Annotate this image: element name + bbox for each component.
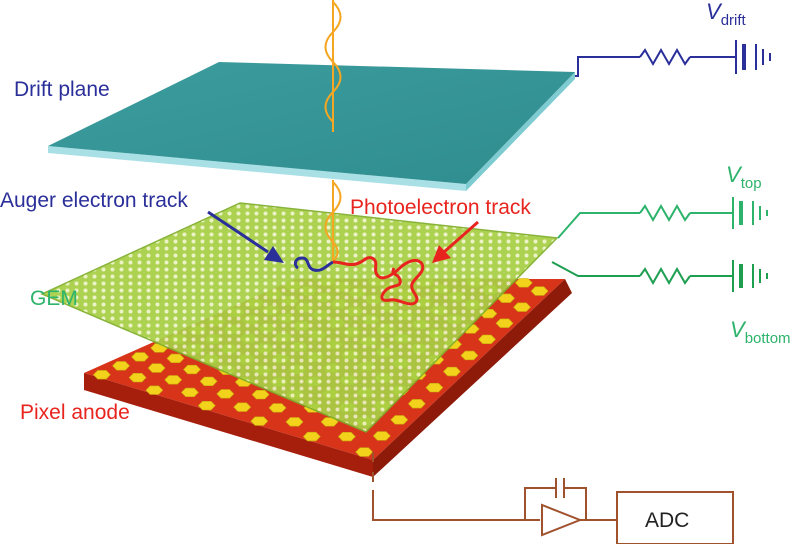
gem-top-resistor bbox=[639, 203, 691, 223]
pixel-pad bbox=[425, 382, 444, 393]
readout-wire bbox=[372, 490, 540, 521]
v-top-label: Vtop bbox=[726, 162, 762, 192]
pixel-pad bbox=[390, 415, 409, 425]
pixel-pad bbox=[372, 431, 391, 441]
pixel-pad bbox=[164, 375, 183, 385]
auger-electron-track bbox=[293, 256, 334, 272]
adc-label: ADC bbox=[645, 509, 689, 532]
gem-bottom-circuit bbox=[551, 260, 768, 292]
readout-circuit bbox=[372, 452, 734, 544]
gem-sheet bbox=[40, 202, 559, 433]
v-drift-symbol: V bbox=[706, 0, 723, 24]
pixel-pad bbox=[407, 399, 426, 409]
pixel-anode-label: Pixel anode bbox=[20, 401, 130, 424]
gem-top-wire bbox=[557, 212, 640, 239]
gem-label: GEM bbox=[30, 287, 78, 310]
pixel-pad bbox=[145, 385, 164, 395]
drift-plane bbox=[48, 62, 575, 191]
drift-circuit bbox=[575, 40, 771, 77]
photon-wave-upper bbox=[324, 1, 342, 123]
pixel-pad bbox=[250, 416, 269, 426]
v-drift-label: Vdrift bbox=[706, 0, 747, 29]
v-drift-subscript: drift bbox=[721, 12, 747, 29]
pixel-pad bbox=[460, 350, 479, 361]
anode-side bbox=[373, 279, 572, 477]
pixel-pad bbox=[514, 278, 533, 288]
auger-arrow-head bbox=[264, 246, 284, 263]
gem-bottom-resistor bbox=[639, 266, 691, 286]
pixel-pad bbox=[216, 389, 235, 399]
v-top-symbol: V bbox=[726, 162, 743, 187]
pixel-pad bbox=[268, 403, 287, 413]
pixel-pad bbox=[197, 400, 216, 411]
photo-arrow-head bbox=[432, 245, 451, 263]
v-bottom-subscript: bottom bbox=[745, 330, 791, 347]
pixel-pad bbox=[92, 370, 111, 380]
pixel-pad bbox=[513, 302, 531, 312]
pixel-pad bbox=[495, 318, 514, 328]
pixel-pad bbox=[251, 389, 270, 400]
gem-bottom-wire bbox=[551, 261, 640, 277]
drift-plane-right-edge bbox=[466, 72, 575, 191]
photon-wave-lower bbox=[324, 181, 342, 263]
pixel-pad bbox=[355, 447, 374, 457]
pixel-pad bbox=[337, 431, 356, 442]
pixel-pad bbox=[147, 363, 166, 373]
feedback-left bbox=[524, 487, 556, 520]
pixel-pad bbox=[180, 387, 199, 398]
pixel-pad bbox=[128, 372, 147, 383]
anode-front bbox=[84, 373, 373, 477]
pixel-pad bbox=[112, 361, 130, 371]
pixel-pad bbox=[478, 334, 496, 345]
gem-foil bbox=[40, 202, 559, 433]
gem-top-circuit bbox=[557, 197, 768, 239]
pixel-pad bbox=[233, 402, 252, 412]
pixel-pad bbox=[131, 352, 150, 362]
feedback-right bbox=[564, 487, 587, 520]
pixel-pad bbox=[285, 417, 304, 427]
v-bottom-label: Vbottom bbox=[730, 317, 791, 347]
pixel-pad bbox=[199, 376, 218, 387]
auger-track-label: Auger electron track bbox=[0, 189, 188, 212]
drift-resistor bbox=[639, 47, 691, 67]
drift-plane-label: Drift plane bbox=[14, 78, 110, 101]
v-top-subscript: top bbox=[741, 175, 762, 192]
drift-plane-edge bbox=[48, 146, 466, 191]
adc-box bbox=[616, 491, 734, 544]
auger-arrow-line bbox=[207, 210, 269, 254]
pixel-pad bbox=[302, 431, 321, 442]
pixel-pad bbox=[166, 353, 185, 364]
pixel-pad bbox=[442, 366, 461, 377]
v-bottom-symbol: V bbox=[730, 317, 747, 342]
photoelectron-track bbox=[332, 256, 425, 306]
amplifier-triangle bbox=[541, 503, 583, 537]
drift-plane-top bbox=[48, 62, 575, 184]
pixel-pad bbox=[183, 364, 201, 375]
photoelectron-track-label: Photoelectron track bbox=[350, 196, 531, 219]
pixel-pad bbox=[530, 286, 549, 296]
drift-wire bbox=[575, 56, 640, 77]
photo-arrow-line bbox=[443, 220, 479, 254]
photon bbox=[324, 0, 342, 263]
